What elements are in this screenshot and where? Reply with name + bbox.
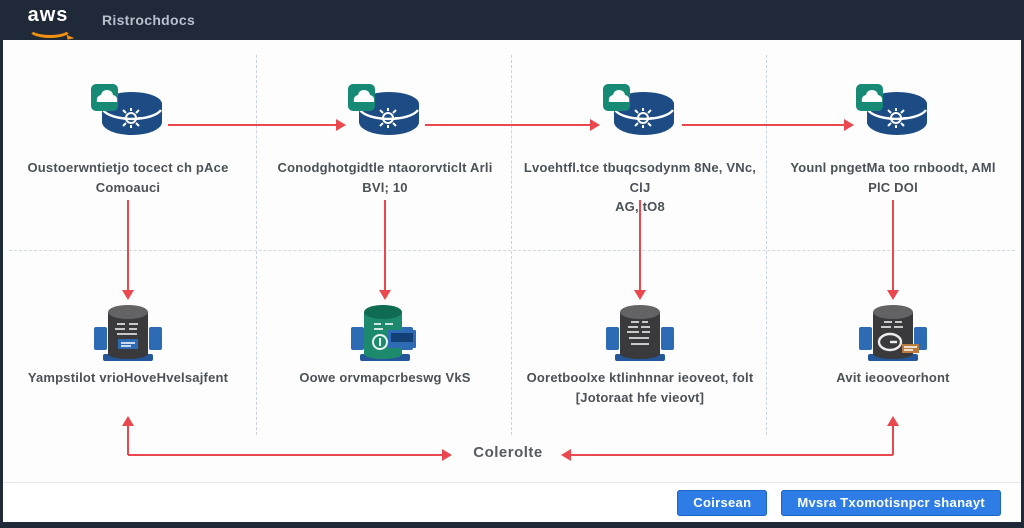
diagram-canvas: Colerolte (3, 40, 1021, 482)
cloud-database-icon (91, 84, 162, 135)
flow-arrow-down (634, 200, 646, 300)
cloud-database-icon (348, 84, 419, 135)
node-label: Oowe orvmapcrbeswg VkS (299, 370, 471, 385)
return-arrow-up (887, 416, 899, 455)
flow-arrow-down (379, 200, 391, 300)
aws-logo[interactable]: aws (22, 5, 74, 38)
column-divider (766, 55, 767, 435)
secondary-action-button[interactable]: Coirsean (677, 489, 768, 516)
column-divider (256, 55, 257, 435)
node-label: Ooretboolxe ktlinhnnar ieoveot, folt[Jot… (526, 370, 754, 405)
cloud-database-icon (856, 84, 927, 135)
server-stack-icon (94, 305, 162, 361)
cloud-database-icon (603, 84, 674, 135)
return-arrow-up (122, 416, 134, 455)
return-flow-label: Colerolte (473, 444, 543, 461)
return-line-left (128, 449, 452, 461)
primary-action-button[interactable]: Mvsra Txomotisnpcr shanayt (781, 489, 1001, 516)
row-divider (9, 250, 1015, 251)
flow-arrow-down (887, 200, 899, 300)
return-line-right (561, 449, 893, 461)
flow-arrow-right (682, 119, 854, 131)
aws-smile-icon (27, 18, 73, 38)
server-stack-icon (859, 305, 927, 361)
compute-server-icon (351, 305, 416, 361)
column-divider (511, 55, 512, 435)
flow-arrow-down (122, 200, 134, 300)
node-label: Yampstilot vrioHoveHvelsajfent (27, 370, 229, 385)
flow-arrow-right (168, 119, 346, 131)
flow-arrow-right (425, 119, 600, 131)
node-label: Avit ieooveorhont (836, 370, 950, 385)
server-stack-icon (606, 305, 674, 361)
footer-bar: Coirsean Mvsra Txomotisnpcr shanayt (3, 482, 1021, 522)
nav-title: Ristrochdocs (102, 12, 196, 28)
top-nav: aws Ristrochdocs (0, 0, 1024, 40)
